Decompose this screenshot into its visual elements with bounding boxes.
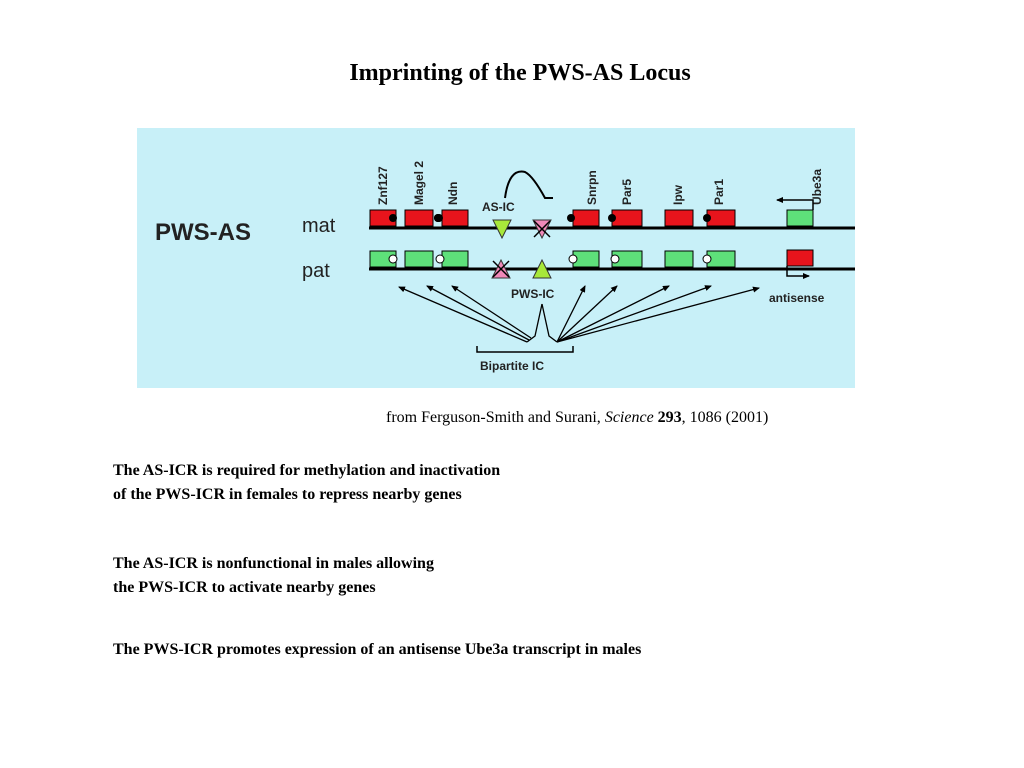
note-line: The AS-ICR is nonfunctional in males all…	[113, 555, 434, 572]
mat-gene-par1	[706, 209, 736, 227]
mat-gene-ipw	[664, 209, 694, 227]
mat-gene-ube3a	[786, 209, 814, 227]
pat-gene-ube3a	[786, 249, 814, 267]
ube3a-sense-arrow	[776, 197, 814, 210]
antisense-label: antisense	[769, 291, 825, 305]
pat-row-label: pat	[302, 260, 330, 282]
mat-pws-ic-cross-icon	[533, 220, 551, 238]
citation-volume: 293	[657, 409, 682, 426]
figure-background	[137, 128, 855, 388]
gene-label-ube3a: Ube3a	[810, 169, 824, 205]
note-pws-icr-antisense: The PWS-ICR promotes expression of an an…	[113, 638, 641, 662]
mat-gene-snrpn	[572, 209, 600, 227]
citation-suffix: , 1086 (2001)	[681, 409, 769, 426]
pat-gene-magel2	[404, 250, 434, 268]
citation-prefix: from Ferguson-Smith and Surani,	[386, 409, 605, 426]
pat-unmethylated-marks	[388, 254, 712, 264]
mat-genes	[369, 209, 814, 227]
gene-label-par5: Par5	[620, 179, 634, 205]
mat-gene-ndn	[441, 209, 469, 227]
slide-title: Imprinting of the PWS-AS Locus	[349, 60, 691, 86]
figure-citation: from Ferguson-Smith and Surani, Science …	[386, 409, 768, 427]
gene-label-znf127: Znf127	[376, 166, 390, 205]
note-line: The AS-ICR is required for methylation a…	[113, 462, 501, 479]
bipartite-ic-label: Bipartite IC	[480, 359, 544, 373]
note-line: of the PWS-ICR in females to repress nea…	[113, 486, 462, 503]
gene-label-ndn: Ndn	[446, 182, 460, 205]
gene-labels: Znf127 Magel 2 Ndn Snrpn Par5 Ipw Par1 U…	[376, 161, 824, 205]
antisense-arrow	[786, 266, 810, 279]
pat-genes	[369, 249, 814, 268]
pat-gene-ndn	[441, 250, 469, 268]
pws-ic-label: PWS-IC	[511, 287, 555, 301]
mat-row-label: mat	[302, 215, 336, 237]
bipartite-ic-arrows	[398, 285, 760, 343]
note-line: The PWS-ICR promotes expression of an an…	[113, 641, 642, 658]
mat-gene-magel2	[404, 209, 434, 227]
pat-pws-ic-active	[532, 258, 552, 279]
pat-gene-ipw	[664, 250, 694, 268]
bipartite-bracket	[476, 346, 574, 353]
locus-label: PWS-AS	[155, 219, 251, 246]
gene-label-magel2: Magel 2	[412, 161, 426, 205]
repression-bracket	[504, 170, 553, 199]
gene-label-snrpn: Snrpn	[585, 170, 599, 205]
note-as-icr-nonfunctional: The AS-ICR is nonfunctional in males all…	[113, 552, 434, 600]
mat-as-ic-active	[492, 219, 512, 240]
mat-methylation-marks	[389, 214, 711, 222]
as-ic-label: AS-IC	[482, 200, 515, 214]
gene-label-ipw: Ipw	[671, 184, 685, 205]
imprinting-figure: PWS-AS mat pat Znf127 Magel 2 Ndn Snrpn …	[137, 128, 855, 388]
note-line: the PWS-ICR to activate nearby genes	[113, 579, 376, 596]
mat-gene-par5	[611, 209, 643, 227]
note-as-icr-required: The AS-ICR is required for methylation a…	[113, 459, 500, 507]
pat-as-ic-cross-icon	[492, 260, 510, 278]
gene-label-par1: Par1	[712, 179, 726, 205]
citation-journal: Science	[604, 409, 654, 426]
